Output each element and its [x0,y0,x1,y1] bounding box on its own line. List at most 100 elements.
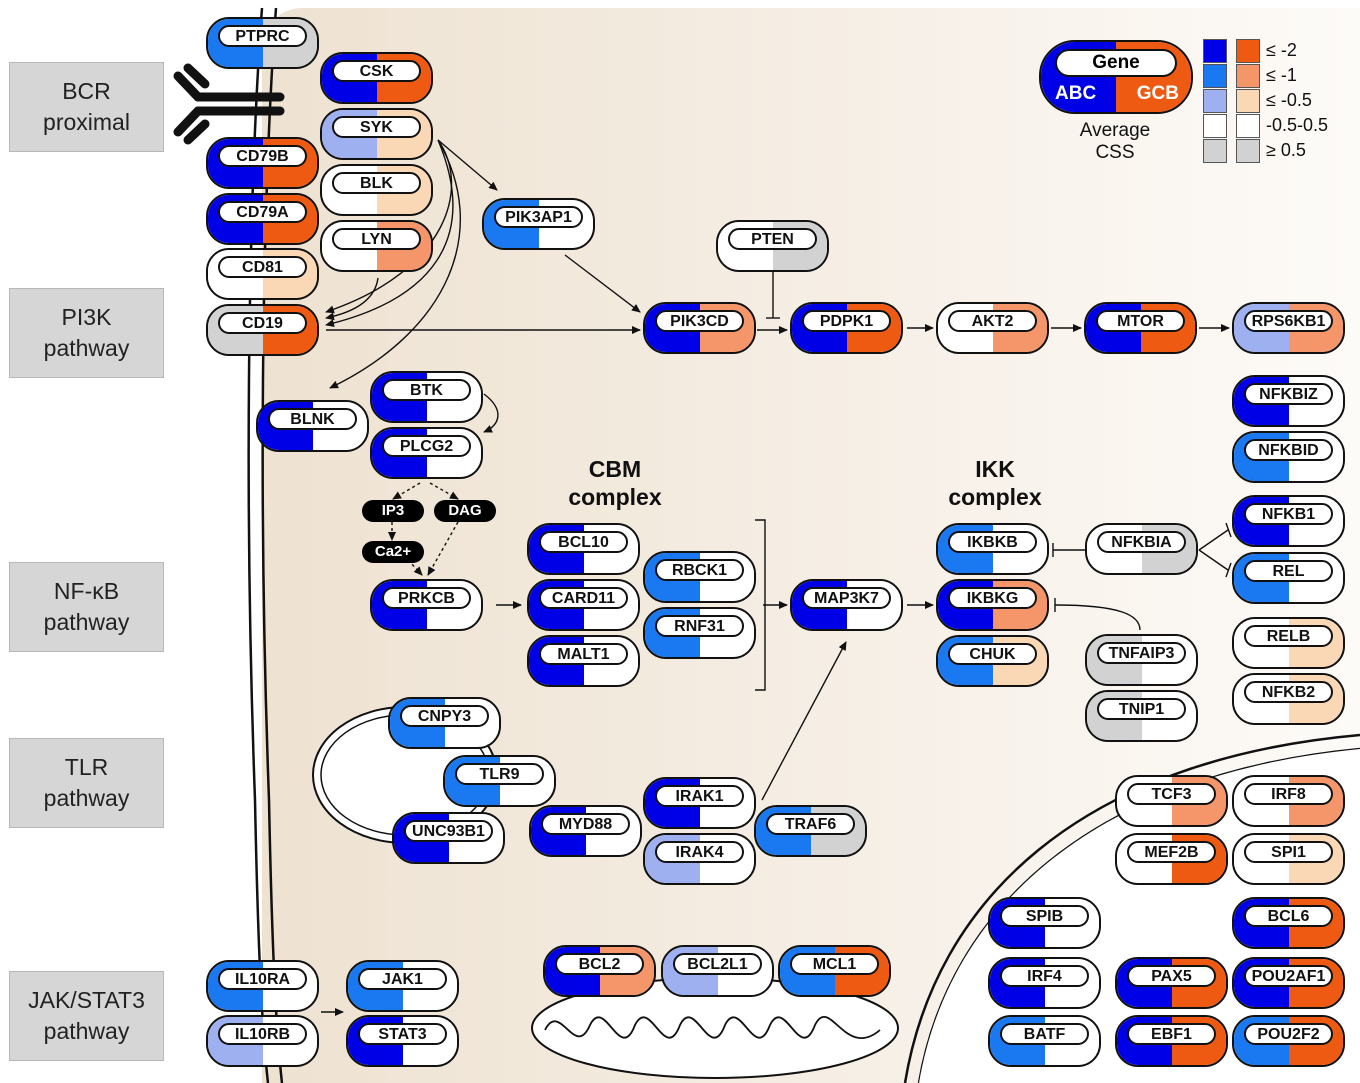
cbm-label-line2: complex [568,484,662,510]
gene-label: SPI1 [1244,841,1333,863]
gene-label: MYD88 [541,813,630,835]
gene-label: RNF31 [655,615,744,637]
gene-node-rel: REL [1232,552,1345,604]
legend-abc-label: ABC [1055,83,1097,104]
ikk-complex-label: IKK complex [925,455,1065,511]
gene-node-unc93b1: UNC93B1 [392,812,505,864]
gene-label: BCL2L1 [673,953,762,975]
gene-node-jak1: JAK1 [346,960,459,1012]
gene-label: IL10RA [218,968,307,990]
gene-label: NFKB2 [1244,681,1333,703]
gene-node-blnk: BLNK [256,400,369,452]
gene-label: REL [1244,560,1333,582]
gene-node-cd81: CD81 [206,248,319,300]
dag-messenger: DAG [434,500,496,522]
bcr-receptor-shape [173,63,285,145]
gene-label: PIK3CD [655,310,744,332]
gene-label: IKBKB [948,531,1037,553]
legend-scale-label: -0.5-0.5 [1266,115,1329,135]
legend-swatch-gcb [1236,114,1260,138]
gene-label: BCL6 [1244,905,1333,927]
gene-node-btk: BTK [370,371,483,423]
gene-label: PRKCB [382,587,471,609]
gene-node-irak4: IRAK4 [643,833,756,885]
legend-caption-line2: CSS [1095,142,1135,163]
gene-node-mtor: MTOR [1084,302,1197,354]
legend-swatch-abc [1203,89,1227,113]
gene-node-relb: RELB [1232,617,1345,669]
cbm-bracket [755,519,766,691]
gene-label: PTPRC [218,25,307,47]
gene-node-il10ra: IL10RA [206,960,319,1012]
gene-label: BATF [1000,1023,1089,1045]
legend-scale-label: ≤ -2 [1266,40,1297,60]
gene-node-pik3ap1: PIK3AP1 [482,198,595,250]
gene-node-prkcb: PRKCB [370,579,483,631]
gene-node-rnf31: RNF31 [643,607,756,659]
ikk-label-line2: complex [948,484,1042,510]
gene-label: TLR9 [455,763,544,785]
cbm-complex-label: CBM complex [545,455,685,511]
ikk-label-line1: IKK [975,456,1015,482]
legend-caption: Average CSS [1055,120,1175,164]
gene-node-tlr9: TLR9 [443,755,556,807]
gene-node-traf6: TRAF6 [754,805,867,857]
legend-scale-label: ≥ 0.5 [1266,140,1306,160]
gene-label: MTOR [1096,310,1185,332]
gene-node-ikbkg: IKBKG [936,579,1049,631]
gene-label: JAK1 [358,968,447,990]
legend-swatch-abc [1203,114,1227,138]
gene-label: SYK [332,116,421,138]
gene-node-rbck1: RBCK1 [643,551,756,603]
pathway-pi3k-line2: pathway [43,335,130,361]
pathway-nfkb-line2: pathway [43,609,130,635]
gene-node-bcl2: BCL2 [543,945,656,997]
gene-label: CD79B [218,145,307,167]
gene-node-batf: BATF [988,1015,1101,1067]
gene-node-spib: SPIB [988,897,1101,949]
gene-node-bcl2l1: BCL2L1 [661,945,774,997]
nucleus-membrane-outer [903,733,1360,1083]
gene-label: STAT3 [358,1023,447,1045]
gene-node-card11: CARD11 [527,579,640,631]
gene-node-nfkbia: NFKBIA [1085,523,1198,575]
legend-swatch-gcb [1236,139,1260,163]
gene-label: TNFAIP3 [1097,642,1186,664]
gene-node-pik3cd: PIK3CD [643,302,756,354]
gene-label: CD19 [218,312,307,334]
gene-node-blk: BLK [320,164,433,216]
gene-node-stat3: STAT3 [346,1015,459,1067]
gene-node-tnip1: TNIP1 [1085,690,1198,742]
gene-node-malt1: MALT1 [527,635,640,687]
gene-label: IRAK4 [655,841,744,863]
gene-label: CARD11 [539,587,628,609]
pathway-jakstat-line1: JAK/STAT3 [28,987,145,1013]
legend-swatch-gcb [1236,39,1260,63]
gene-node-tnfaip3: TNFAIP3 [1085,634,1198,686]
gene-node-pou2af1: POU2AF1 [1232,957,1345,1009]
gene-label: IRF8 [1244,783,1333,805]
legend-gene-name: Gene [1055,49,1177,77]
ip3-messenger: IP3 [362,500,424,522]
gene-label: PDPK1 [802,310,891,332]
gene-label: CSK [332,60,421,82]
legend-scale-label: ≤ -0.5 [1266,90,1312,110]
gene-node-pdpk1: PDPK1 [790,302,903,354]
ca2-messenger: Ca2+ [362,541,424,563]
gene-node-csk: CSK [320,52,433,104]
gene-label: NFKB1 [1244,503,1333,525]
gene-node-irf4: IRF4 [988,957,1101,1009]
gene-node-rps6kb1: RPS6KB1 [1232,302,1345,354]
gene-label: TCF3 [1127,783,1216,805]
pathway-pi3k-line1: PI3K [61,304,112,330]
gene-label: IL10RB [218,1023,307,1045]
gene-node-irf8: IRF8 [1232,775,1345,827]
gene-node-cd79a: CD79A [206,193,319,245]
gene-label: RPS6KB1 [1244,310,1333,332]
gene-label: BCL2 [555,953,644,975]
legend-swatch-gcb [1236,64,1260,88]
gene-label: MCL1 [790,953,879,975]
legend-swatch-gcb [1236,89,1260,113]
